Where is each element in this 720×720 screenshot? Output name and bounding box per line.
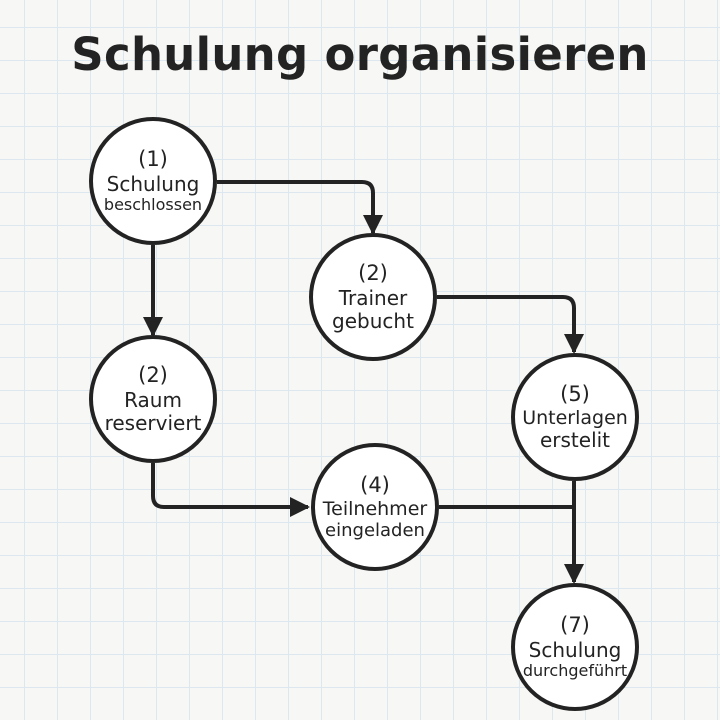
node-number: (1) — [138, 147, 168, 172]
node-label-line1: Schulung — [528, 638, 622, 663]
node-number: (5) — [560, 381, 590, 406]
node-number: (7) — [560, 613, 590, 638]
node-teilnehmer-eingeladen: (4) Teilnehmer eingeladen — [311, 443, 439, 571]
diagram-title: Schulung organisieren — [71, 28, 649, 81]
node-label-line2: gebucht — [332, 309, 414, 334]
node-raum-reserviert: (2) Raum reserviert — [89, 335, 217, 463]
edge-trainer-to-unterlagen — [437, 295, 584, 354]
node-label-line1: Unterlagen — [522, 406, 628, 429]
node-label-line1: Raum — [124, 388, 182, 413]
node-label-line2: reserviert — [104, 411, 202, 436]
node-number: (4) — [360, 472, 390, 497]
node-label-line1: Teilnehmer — [322, 497, 428, 520]
edge-raum-to-teilnehmer — [151, 463, 310, 517]
node-label-line1: Trainer — [338, 286, 408, 311]
node-schulung-durchgefuehrt: (7) Schulung durchgeführt — [511, 583, 639, 711]
node-label-line2: durchgeführt — [522, 661, 628, 681]
node-schulung-beschlossen: (1) Schulung beschlossen — [89, 117, 217, 245]
node-trainer-gebucht: (2) Trainer gebucht — [309, 233, 437, 361]
node-label-line1: Schulung — [106, 172, 200, 197]
node-label-line2: eingeladen — [325, 519, 425, 541]
node-number: (2) — [358, 260, 388, 285]
node-label-line2: erstelit — [539, 428, 611, 453]
node-number: (2) — [138, 362, 168, 387]
edge-beschlossen-to-trainer — [217, 180, 383, 235]
node-unterlagen-erstellt: (5) Unterlagen erstelit — [511, 353, 639, 481]
node-label-line2: beschlossen — [103, 195, 203, 215]
